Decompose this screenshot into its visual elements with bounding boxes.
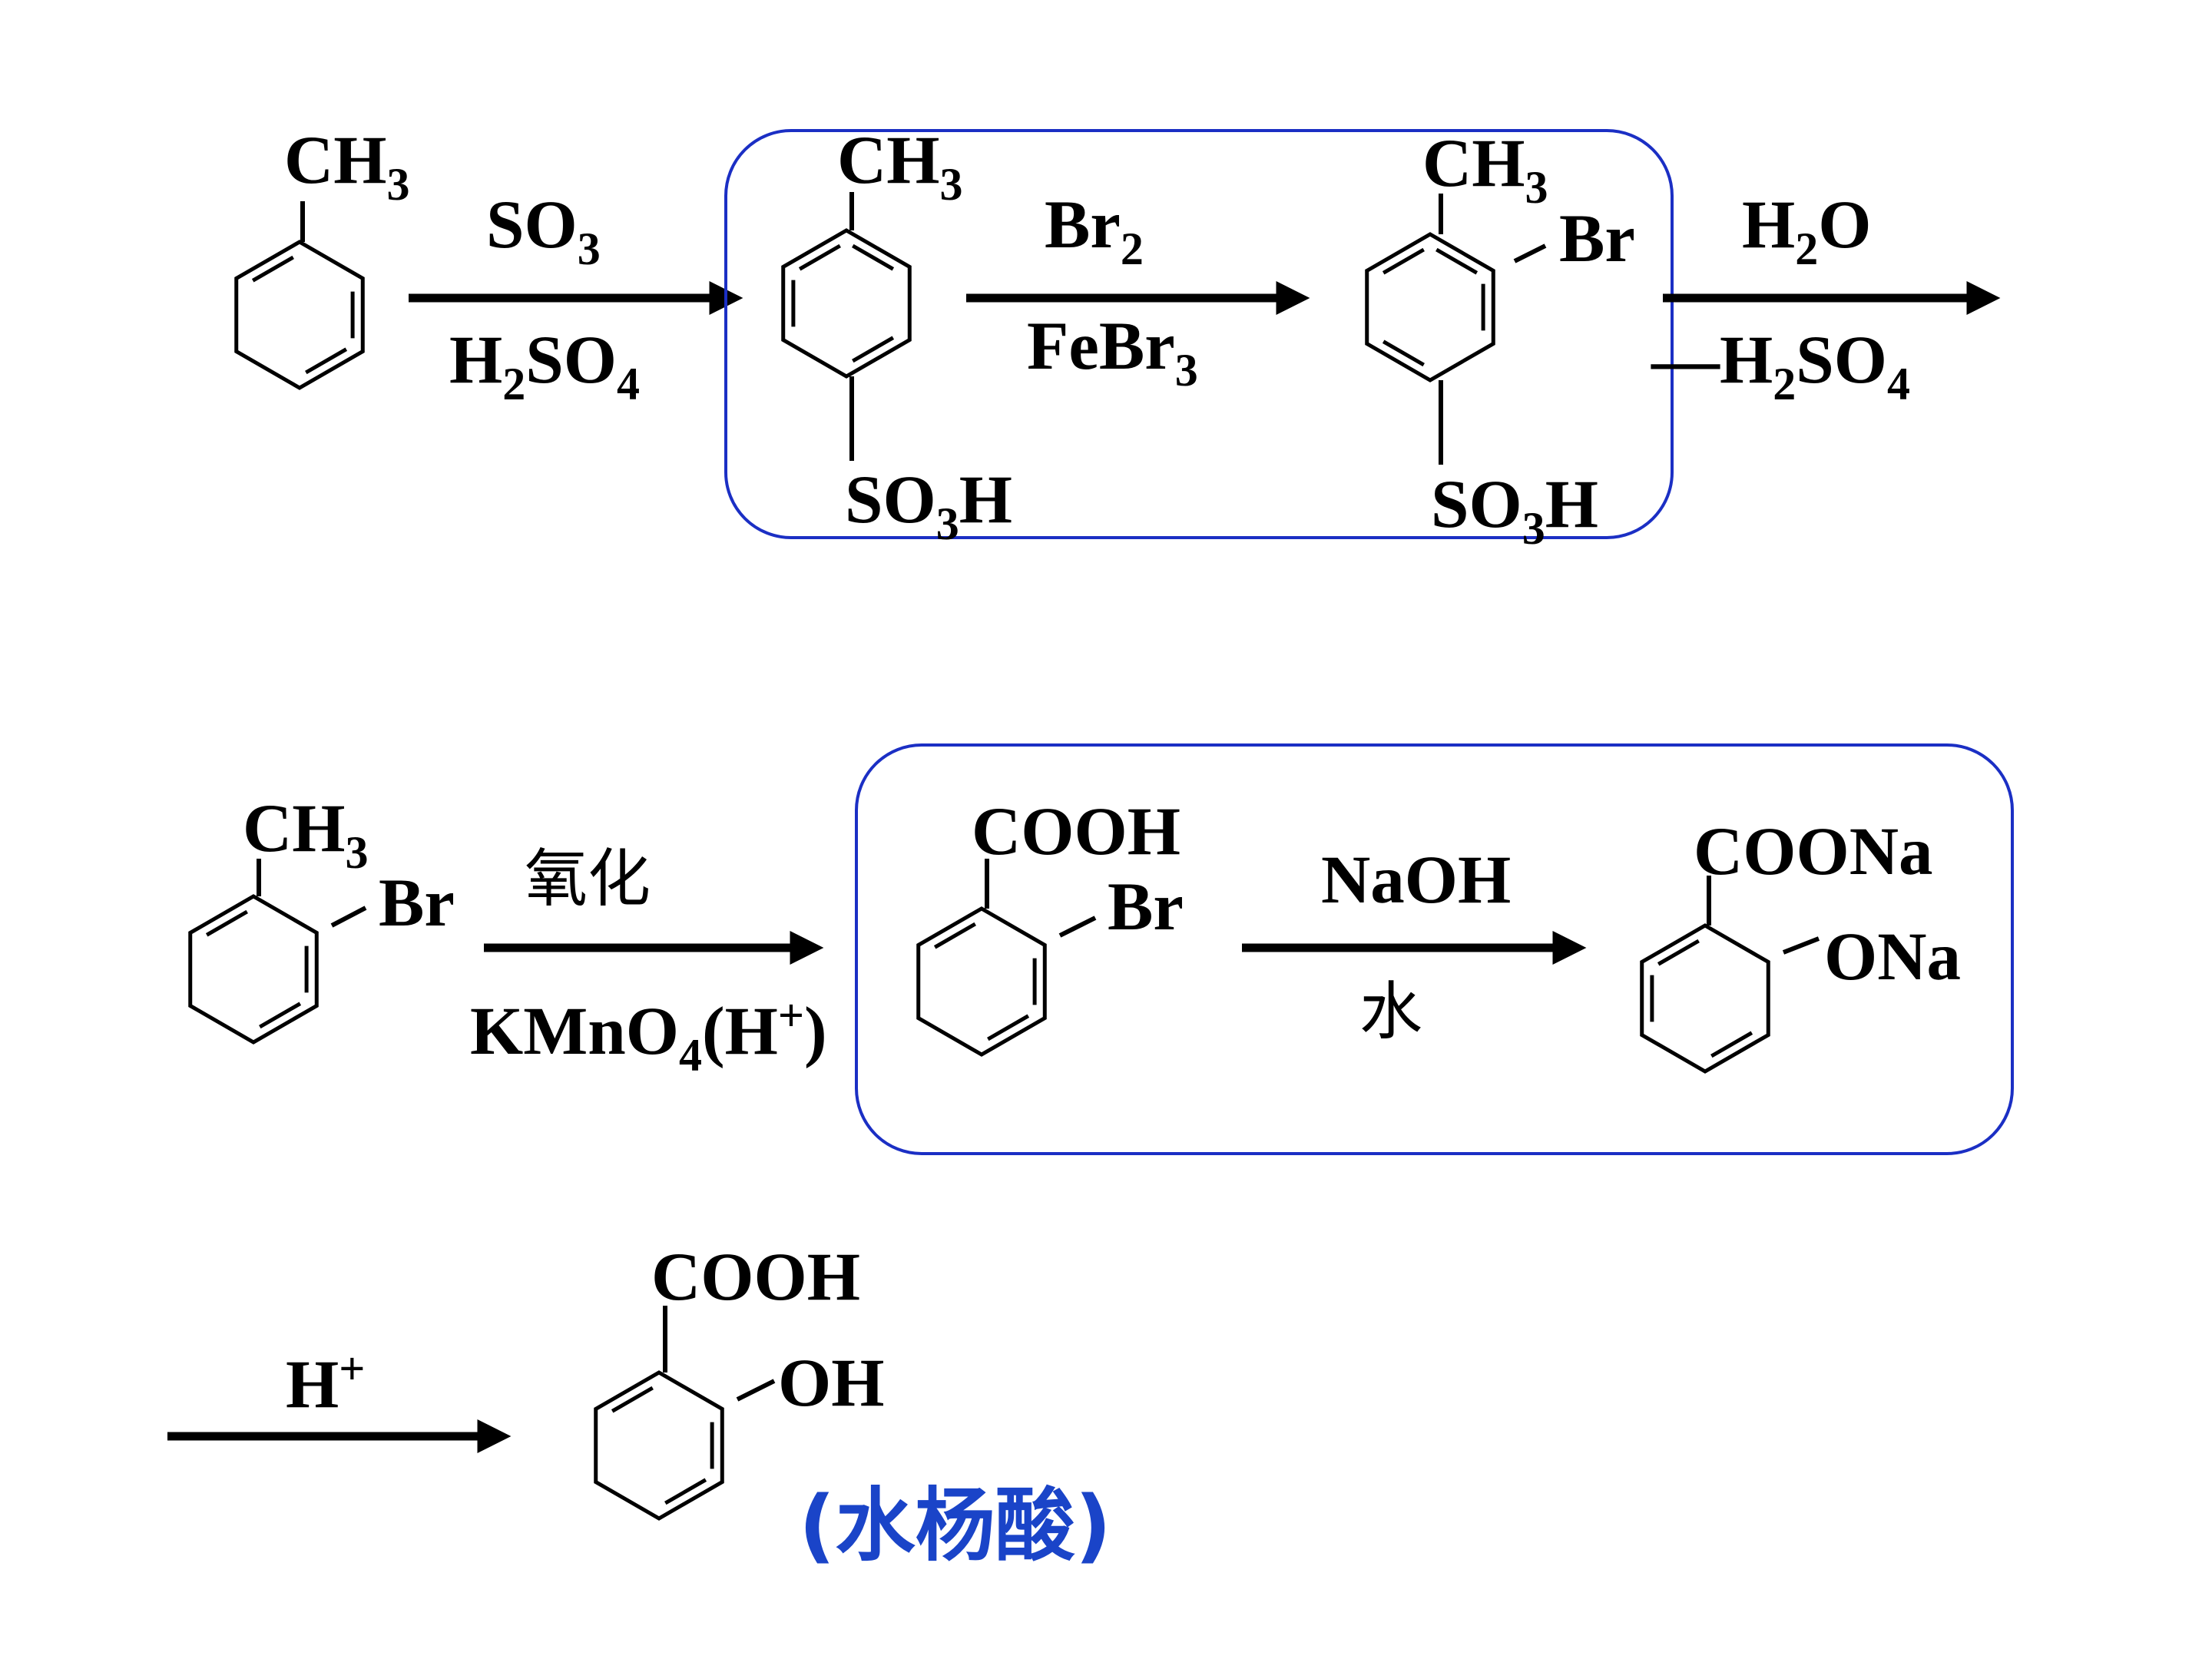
ring-outline bbox=[234, 240, 365, 390]
ring-double-bond bbox=[1710, 1031, 1753, 1058]
ring-outline bbox=[594, 1370, 724, 1521]
ring-outline bbox=[781, 228, 912, 379]
sulfonation-arrow: SO3 H2SO4 bbox=[409, 187, 743, 409]
reagent-naoh: NaOH bbox=[1321, 843, 1511, 918]
reagent-minus-h2so4: —H2SO4 bbox=[1651, 323, 1910, 409]
ring-double-bond bbox=[205, 909, 248, 937]
bromo-bond bbox=[1058, 916, 1097, 938]
ring-double-bond bbox=[1657, 939, 1700, 966]
methyl-label: CH3 bbox=[1422, 126, 1548, 213]
benzene-ring bbox=[1365, 232, 1495, 382]
ring-double-bond bbox=[664, 1478, 707, 1505]
hydroxyl-label: OH bbox=[778, 1346, 884, 1421]
ring-double-bond bbox=[933, 922, 976, 949]
benzene-ring bbox=[916, 906, 1047, 1057]
ring-double-bond bbox=[1435, 247, 1479, 275]
methyl-label: CH3 bbox=[284, 123, 410, 210]
benzene-ring bbox=[234, 240, 365, 390]
desulfonation-arrow: H2O —H2SO4 bbox=[1651, 187, 2001, 409]
benzene-ring bbox=[1640, 923, 1770, 1074]
carboxyl-label: COOH bbox=[972, 794, 1181, 869]
bromo-bond bbox=[1513, 243, 1547, 263]
ring-double-bond bbox=[852, 336, 895, 363]
ring-double-bond bbox=[852, 243, 895, 271]
bromo-label: Br bbox=[1108, 869, 1184, 945]
compound-name-caption: (水杨酸) bbox=[799, 1479, 1111, 1572]
acidification-arrow: H+ bbox=[167, 1343, 512, 1453]
sodium-salicylate-salt: COONa ONa bbox=[1640, 814, 1961, 1074]
ring-double-bond bbox=[305, 347, 348, 375]
toluene: CH3 bbox=[234, 123, 410, 390]
highlight-box-row1 bbox=[724, 129, 1674, 539]
ring-double-bond bbox=[987, 1014, 1030, 1041]
sulfo-label: SO3H bbox=[1431, 467, 1598, 554]
oxide-label: ONa bbox=[1824, 919, 1961, 995]
reagent-water: 水 bbox=[1359, 975, 1422, 1048]
ring-outline bbox=[188, 894, 319, 1045]
sulfo-label: SO3H bbox=[845, 462, 1012, 549]
ring-double-bond bbox=[1382, 247, 1425, 275]
reagent-febr3: FeBr3 bbox=[1027, 309, 1198, 396]
benzene-ring bbox=[781, 228, 912, 379]
ring-double-bond bbox=[798, 243, 841, 271]
reagent-h2so4: H2SO4 bbox=[449, 323, 640, 409]
benzene-ring bbox=[594, 1370, 724, 1521]
reagent-h-plus: H+ bbox=[286, 1343, 365, 1422]
bromo-label: Br bbox=[1559, 201, 1635, 276]
benzene-ring bbox=[188, 894, 319, 1045]
ring-outline bbox=[1365, 232, 1495, 382]
salicylic-acid: COOH OH (水杨酸) bbox=[594, 1240, 1111, 1572]
methyl-label: CH3 bbox=[837, 123, 963, 210]
bromination-arrow: Br2 FeBr3 bbox=[966, 187, 1310, 396]
o-bromobenzoic-acid: COOH Br bbox=[916, 794, 1184, 1057]
oxidation-arrow: 氧化 KMnO4(H+) bbox=[470, 843, 827, 1081]
p-toluenesulfonic-acid: CH3 SO3H bbox=[781, 123, 1012, 549]
methyl-label: CH3 bbox=[243, 791, 369, 878]
reagent-h2o: H2O bbox=[1742, 187, 1871, 274]
ring-double-bond bbox=[251, 255, 294, 283]
ring-double-bond bbox=[611, 1386, 654, 1413]
hydroxyl-bond bbox=[736, 1379, 776, 1402]
highlight-box-row2 bbox=[855, 743, 2014, 1155]
bromo-label: Br bbox=[379, 866, 455, 941]
carboxylate-label: COONa bbox=[1694, 814, 1933, 889]
carboxyl-label: COOH bbox=[651, 1240, 860, 1315]
ring-outline bbox=[916, 906, 1047, 1057]
reagent-so3: SO3 bbox=[486, 187, 601, 274]
bromo-bond bbox=[330, 906, 367, 928]
bromo-toluenesulfonic-acid: CH3 Br SO3H bbox=[1365, 126, 1635, 554]
oxide-bond bbox=[1782, 936, 1820, 955]
reagent-kmno4: KMnO4(H+) bbox=[470, 990, 827, 1081]
reagent-oxidation: 氧化 bbox=[525, 843, 651, 916]
ring-outline bbox=[1640, 923, 1770, 1074]
o-bromotoluene: CH3 Br bbox=[188, 791, 455, 1045]
ring-double-bond bbox=[259, 1002, 302, 1029]
reagent-br2: Br2 bbox=[1045, 187, 1144, 274]
hydrolysis-arrow: NaOH 水 bbox=[1242, 843, 1587, 1048]
ring-double-bond bbox=[1382, 339, 1425, 367]
